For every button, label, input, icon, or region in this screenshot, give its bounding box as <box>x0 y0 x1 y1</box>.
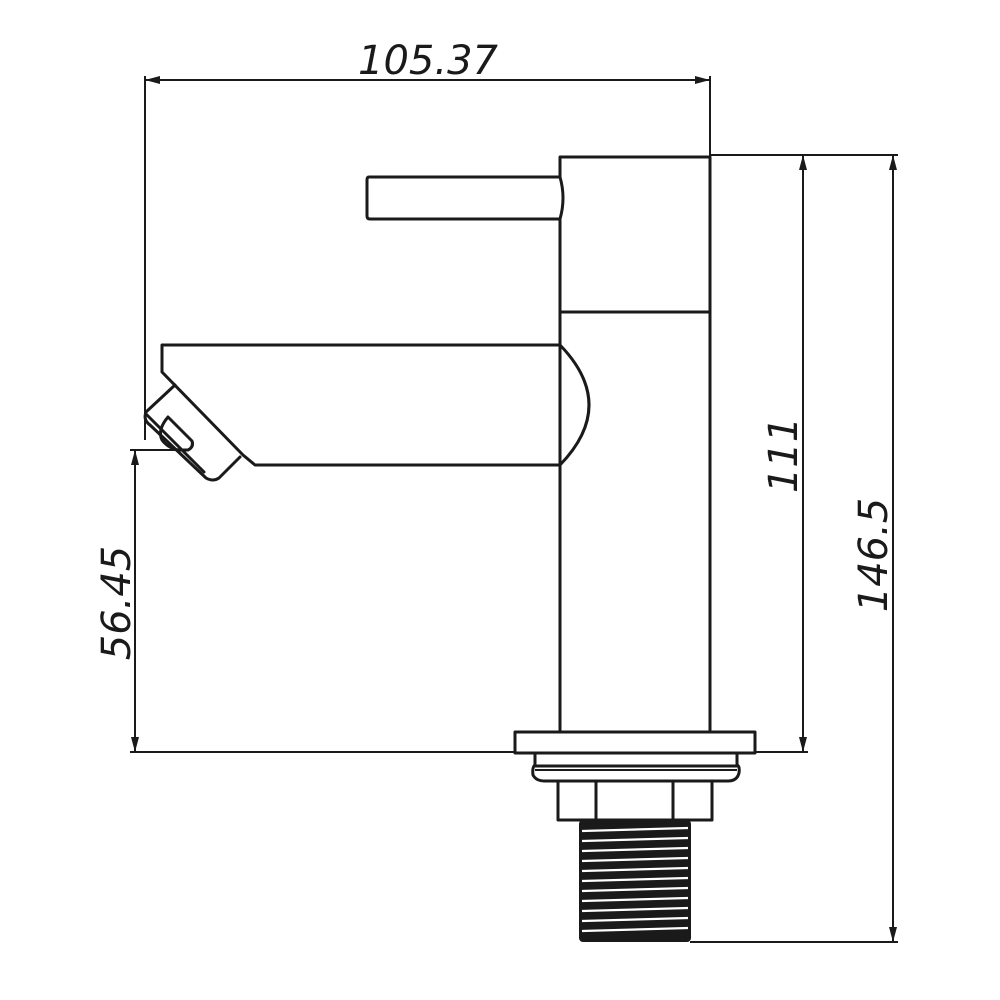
lock-nut <box>556 779 714 822</box>
dimension-overall-width: 105.37 <box>144 38 711 440</box>
aerator <box>143 383 242 482</box>
base-flange <box>513 730 757 755</box>
dimension-label-overall-height: 146.5 <box>851 498 897 613</box>
dimension-spout-height: 56.45 <box>94 449 515 753</box>
dimension-label-spout-height: 56.45 <box>94 546 140 661</box>
dimension-body-height: 111 <box>710 154 808 753</box>
dimension-label-body-height: 111 <box>761 417 807 493</box>
washer <box>531 752 741 783</box>
faucet-body <box>558 155 712 732</box>
lever-handle <box>365 175 565 221</box>
dimension-overall-height: 146.5 <box>690 154 898 943</box>
dimension-label-overall-width: 105.37 <box>358 38 499 84</box>
threaded-shank <box>579 820 691 942</box>
spout <box>160 343 591 467</box>
